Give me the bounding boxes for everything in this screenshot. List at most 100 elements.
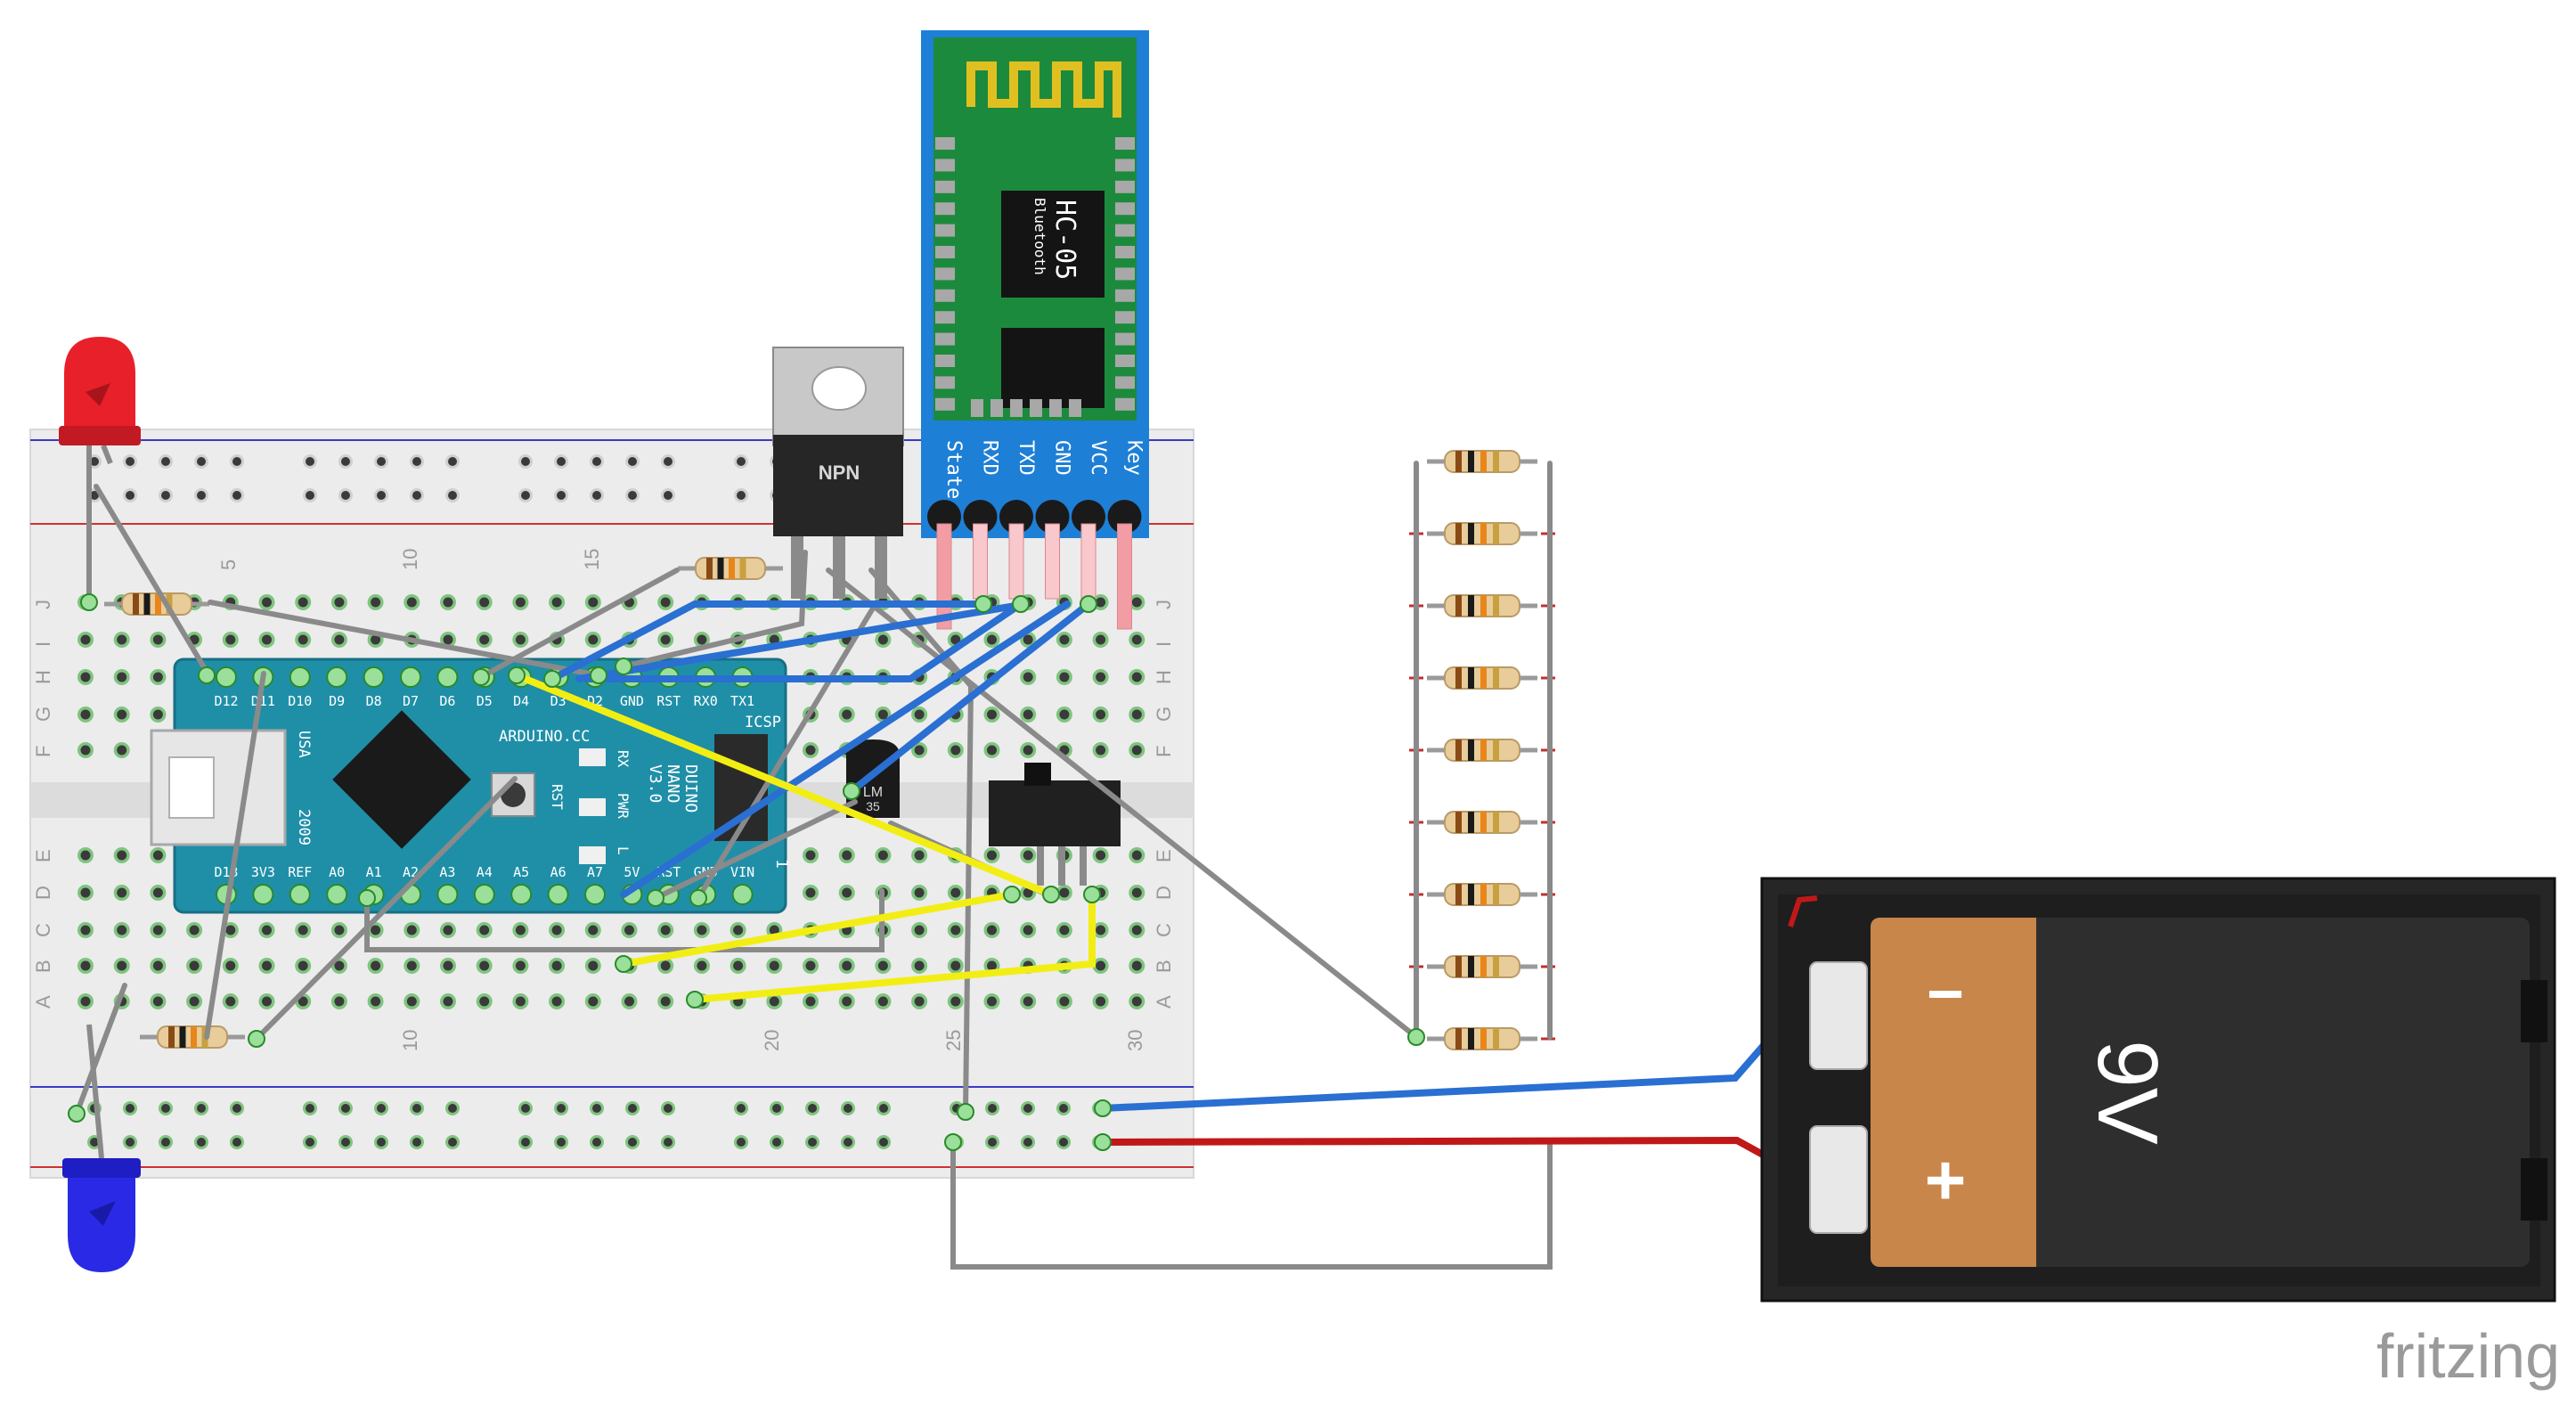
- rail-hole-center: [306, 1138, 314, 1147]
- led-label-pwr: PWR: [615, 793, 632, 819]
- sensor-label: LM: [863, 785, 883, 800]
- bt-subtitle: Bluetooth: [1031, 198, 1048, 275]
- row-letter: J: [32, 600, 54, 609]
- rail-hole-center: [592, 491, 601, 500]
- rail-hole-center: [557, 1138, 566, 1147]
- breadboard-hole-center: [1096, 709, 1106, 720]
- wire-endpoint: [1080, 595, 1097, 613]
- breadboard-hole-center: [733, 925, 744, 935]
- bt-side-pad: [935, 355, 955, 367]
- breadboard-hole-center: [1059, 634, 1070, 645]
- bt-pin-leg: [1117, 523, 1132, 630]
- breadboard-hole-center: [1131, 996, 1142, 1007]
- wire-endpoint: [615, 955, 632, 973]
- bt-pin-leg: [936, 523, 952, 630]
- breadboard-hole-center: [987, 709, 997, 720]
- arduino-pin: [510, 884, 533, 905]
- breadboard-hole-center: [515, 925, 526, 935]
- arduino-pin: [584, 884, 606, 905]
- breadboard-hole-center: [406, 960, 417, 971]
- rail-hole-center: [557, 491, 566, 500]
- wire-endpoint: [1094, 1133, 1112, 1151]
- bt-side-pad: [1115, 137, 1135, 150]
- breadboard-hole-center: [298, 925, 308, 935]
- breadboard-hole-center: [80, 887, 91, 898]
- breadboard-hole-center: [588, 634, 599, 645]
- breadboard-hole-center: [1096, 597, 1106, 608]
- breadboard-hole-center: [225, 634, 236, 645]
- bt-pin-leg: [973, 523, 988, 600]
- rail-hole-center: [341, 1138, 350, 1147]
- arduino-pin-label: A0: [329, 864, 345, 880]
- breadboard-hole-center: [624, 925, 634, 935]
- resistor: [1427, 1027, 1537, 1050]
- microcontroller-chip: [332, 710, 471, 849]
- breadboard-hole-center: [660, 960, 671, 971]
- rail-hole-center: [1023, 1104, 1032, 1113]
- breadboard-hole-center: [987, 996, 997, 1007]
- breadboard-hole-center: [950, 925, 961, 935]
- breadboard-hole-center: [334, 925, 345, 935]
- bt-side-pad: [935, 332, 955, 346]
- resistor: [1427, 955, 1537, 978]
- wire-endpoint: [1003, 886, 1021, 903]
- wire-blue: [848, 600, 1092, 795]
- battery-terminal-plus: [1809, 1125, 1868, 1234]
- rail-hole-center: [412, 491, 421, 500]
- rail-hole-center: [1023, 1138, 1032, 1147]
- rail-hole-center: [737, 1104, 746, 1113]
- breadboard-hole-center: [660, 634, 671, 645]
- breadboard-hole-center: [769, 996, 779, 1007]
- wire-gray: [696, 600, 879, 901]
- rail-hole-center: [126, 491, 135, 500]
- rail-hole-center: [592, 1138, 601, 1147]
- bt-side-pad: [1115, 224, 1135, 237]
- breadboard-hole-center: [1096, 634, 1106, 645]
- bt-side-pad: [935, 376, 955, 389]
- breadboard-hole-center: [225, 960, 236, 971]
- rail-hole-center: [197, 491, 206, 500]
- breadboard-hole-center: [769, 634, 779, 645]
- breadboard-hole-center: [914, 850, 925, 861]
- breadboard-hole-center: [225, 996, 236, 1007]
- row-letter: J: [1153, 600, 1175, 609]
- breadboard-hole-center: [117, 709, 127, 720]
- bt-pin-socket: [1107, 500, 1142, 534]
- slide-switch[interactable]: [989, 763, 1121, 886]
- arduino-pin-label: D12: [214, 693, 238, 709]
- breadboard-hole-center: [1131, 709, 1142, 720]
- wire-gray: [74, 983, 127, 1116]
- wire-yellow: [691, 891, 1096, 1003]
- rail-hole-center: [557, 1104, 566, 1113]
- breadboard-hole-center: [371, 634, 381, 645]
- arduino-pin-label: RX0: [694, 693, 718, 709]
- wire-endpoint: [689, 889, 707, 907]
- breadboard-hole-center: [334, 960, 345, 971]
- wire-endpoint: [1012, 595, 1030, 613]
- rail-hole-center: [737, 491, 746, 500]
- breadboard-hole-center: [80, 672, 91, 682]
- bt-pin-socket: [1035, 500, 1070, 534]
- bt-pin-leg: [1045, 523, 1060, 600]
- arduino-pin-label: REF: [288, 864, 312, 880]
- breadboard-hole-center: [914, 745, 925, 756]
- wire-endpoint: [508, 666, 526, 684]
- row-letter: H: [1153, 670, 1175, 684]
- breadboard-hole-center: [406, 597, 417, 608]
- arduino-pin-label: GND: [620, 693, 644, 709]
- breadboard-hole-center: [479, 960, 490, 971]
- wire-blue: [549, 600, 987, 682]
- breadboard-hole-center: [950, 960, 961, 971]
- breadboard-hole-center: [189, 960, 200, 971]
- rail-hole-center: [448, 491, 457, 500]
- wire-gray: [254, 776, 518, 1041]
- arduino-pin-label: D8: [366, 693, 382, 709]
- rail-hole-center: [126, 1104, 135, 1113]
- bt-pin-label: VCC: [1087, 440, 1109, 476]
- arduino-pin-label: D7: [403, 693, 419, 709]
- bt-pin-socket: [927, 500, 961, 534]
- column-number: 10: [399, 549, 421, 570]
- battery-voltage: 9V: [2080, 1040, 2175, 1144]
- transistor-label: NPN: [819, 461, 860, 484]
- rail-hole-center: [521, 491, 530, 500]
